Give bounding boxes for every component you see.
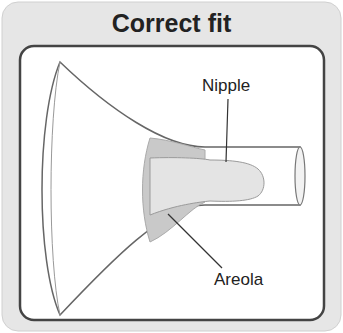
tube-opening: [295, 147, 305, 205]
nipple-shape: [150, 158, 264, 215]
card-background: [2, 2, 341, 331]
image-frame: [20, 46, 324, 320]
part-label: Nipple: [200, 76, 252, 96]
funnel-rim: [51, 62, 60, 315]
areola-leader-line: [168, 214, 222, 268]
flange-funnel: [42, 62, 300, 315]
part-label: Areola: [212, 270, 265, 290]
panel-title: Correct fit: [0, 9, 343, 38]
nipple-leader-line: [226, 99, 228, 162]
